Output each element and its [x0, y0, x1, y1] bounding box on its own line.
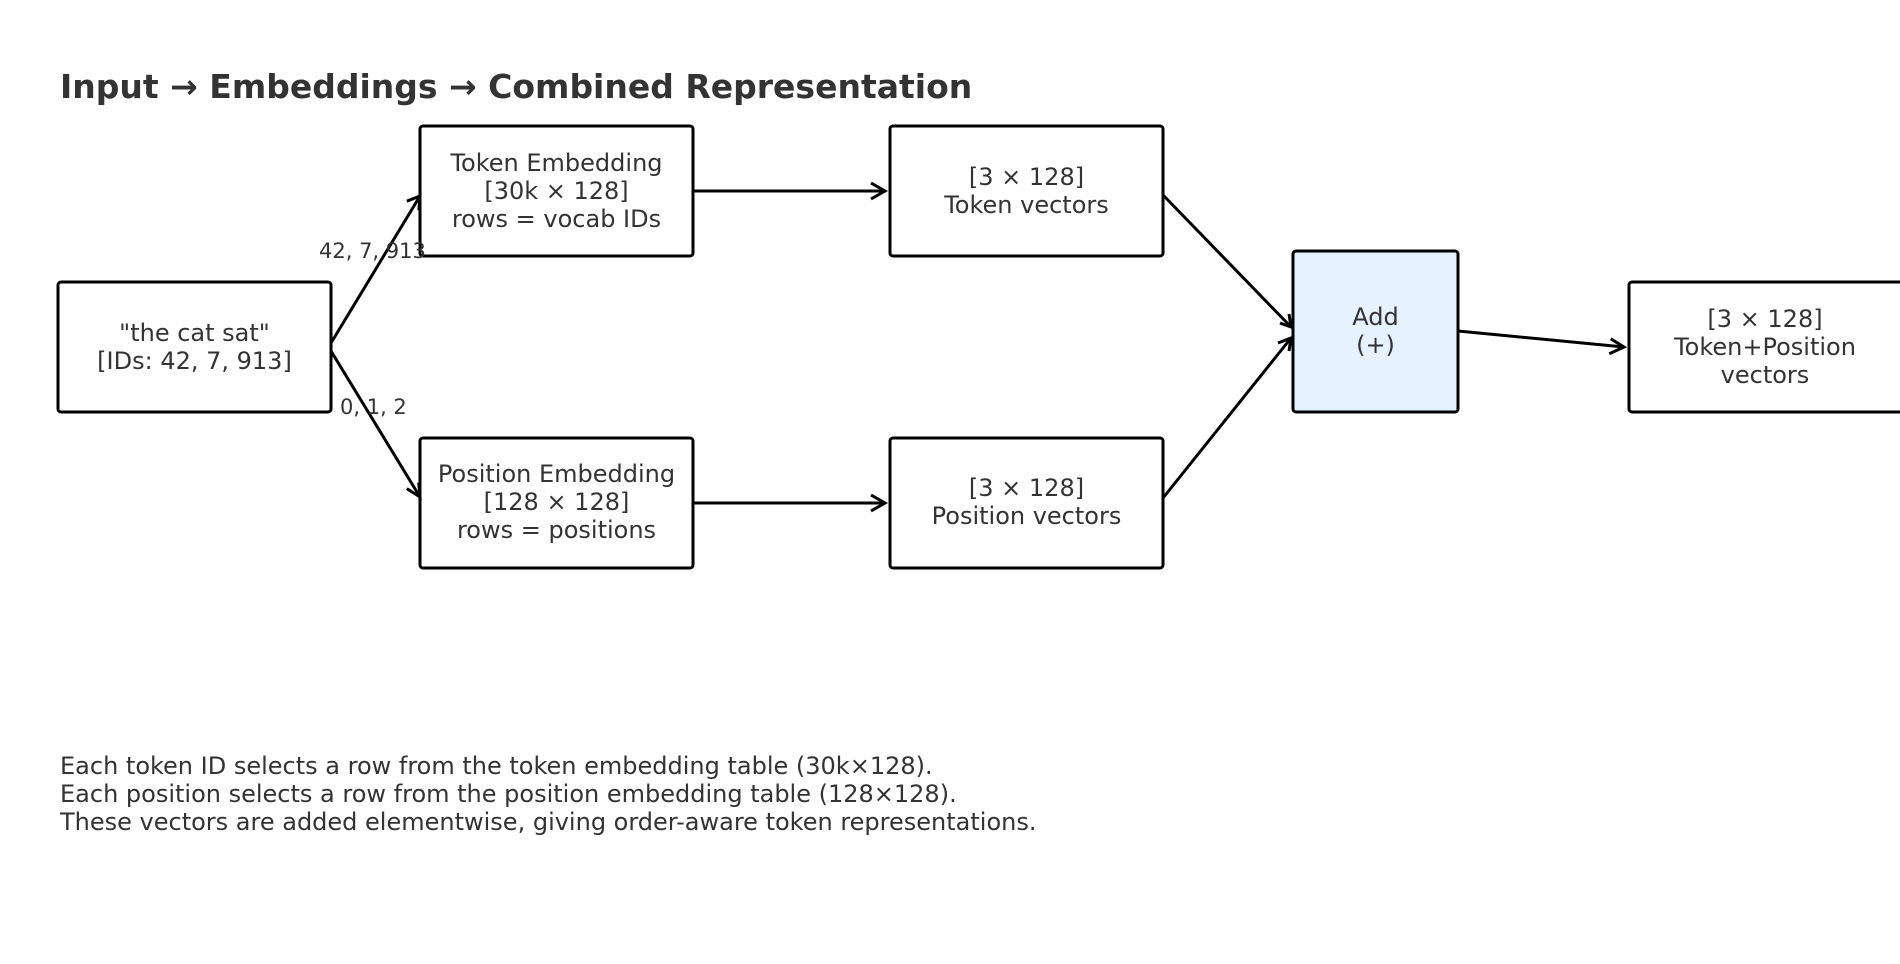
token-embedding-line-3: rows = vocab IDs [452, 205, 661, 233]
token-embedding-line-1: Token Embedding [449, 149, 662, 177]
arrow-position-vectors-to-add [1161, 335, 1293, 499]
output-line-1: [3 × 128] [1707, 305, 1822, 333]
position-embedding-box: Position Embedding [128 × 128] rows = po… [418, 436, 695, 570]
position-embedding-line-1: Position Embedding [438, 460, 675, 488]
position-vectors-line-1: [3 × 128] [969, 474, 1084, 502]
edge-label-positions: 0, 1, 2 [340, 395, 407, 419]
position-embedding-line-2: [128 × 128] [484, 488, 630, 516]
input-line-1: "the cat sat" [119, 319, 270, 347]
token-vectors-line-1: [3 × 128] [969, 163, 1084, 191]
caption-line-1: Each token ID selects a row from the tok… [60, 752, 933, 780]
position-vectors-line-2: Position vectors [932, 502, 1122, 530]
input-line-2: [IDs: 42, 7, 913] [97, 347, 292, 375]
output-line-2: Token+Position [1673, 333, 1856, 361]
token-embedding-line-2: [30k × 128] [484, 177, 628, 205]
arrow-position-embedding-to-position-vectors [693, 493, 889, 513]
diagram-title: Input → Embeddings → Combined Representa… [60, 67, 972, 106]
caption: Each token ID selects a row from the tok… [59, 752, 1036, 836]
add-line-2: (+) [1356, 331, 1395, 359]
token-embedding-box: Token Embedding [30k × 128] rows = vocab… [418, 124, 695, 258]
arrow-add-to-output [1457, 329, 1628, 356]
arrow-token-embedding-to-token-vectors [693, 181, 889, 201]
position-embedding-line-3: rows = positions [457, 516, 656, 544]
arrow-token-vectors-to-add [1161, 193, 1293, 330]
token-vectors-line-2: Token vectors [943, 191, 1109, 219]
caption-line-2: Each position selects a row from the pos… [60, 780, 957, 808]
token-vectors-box: [3 × 128] Token vectors [888, 124, 1165, 258]
arrow-input-to-token-embedding [329, 193, 422, 344]
input-box: "the cat sat" [IDs: 42, 7, 913] [56, 280, 333, 414]
add-line-1: Add [1352, 303, 1398, 331]
output-box: [3 × 128] Token+Position vectors [1627, 280, 1900, 414]
output-line-3: vectors [1721, 361, 1810, 389]
edge-label-token-ids: 42, 7, 913 [319, 239, 426, 263]
caption-line-3: These vectors are added elementwise, giv… [59, 808, 1036, 836]
arrow-input-to-position-embedding [329, 350, 422, 500]
add-box: Add (+) [1291, 249, 1460, 414]
position-vectors-box: [3 × 128] Position vectors [888, 436, 1165, 570]
